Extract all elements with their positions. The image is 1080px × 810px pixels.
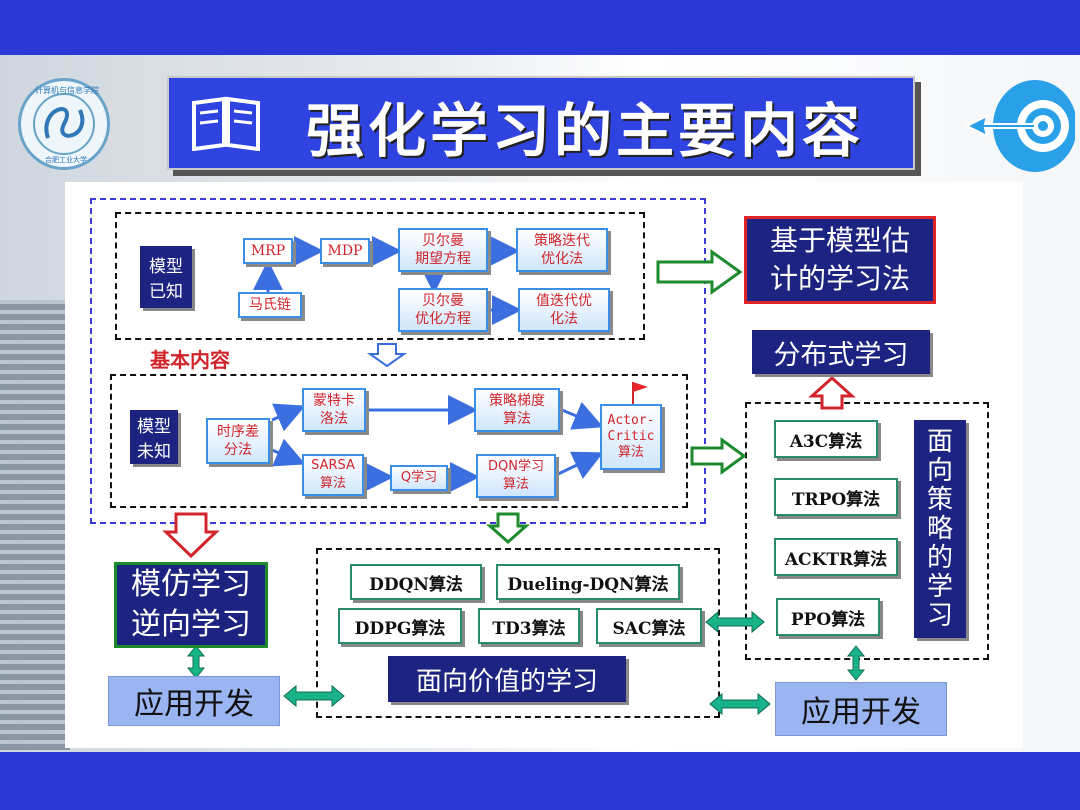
ppo-item: PPO算法: [776, 598, 880, 636]
actor-critic-node: Actor- Critic 算法: [600, 404, 662, 470]
td-node: 时序差 分法: [206, 418, 270, 464]
mdp-node: MDP: [320, 238, 370, 264]
markov-chain-node: 马氏链: [238, 292, 302, 318]
policy-gradient-node: 策略梯度 算法: [474, 388, 560, 432]
bellman-expectation-node: 贝尔曼 期望方程: [398, 228, 488, 272]
sac-item: SAC算法: [596, 608, 702, 644]
monte-carlo-node: 蒙特卡 洛法: [302, 388, 366, 432]
acktr-item: ACKTR算法: [774, 538, 898, 576]
dueling-dqn-item: Dueling-DQN算法: [496, 564, 680, 600]
logo-top-text: 计算机与信息学院: [35, 86, 99, 95]
policy-frame: [745, 402, 989, 660]
known-model-frame: [115, 212, 645, 340]
page-title: 强化学习的主要内容: [306, 97, 865, 165]
logo-bottom-text: 合肥工业大学: [45, 156, 87, 164]
application-dev-right: 应用开发: [775, 682, 947, 736]
unknown-model-frame: [110, 374, 688, 508]
policy-iteration-node: 策略迭代 优化法: [516, 228, 608, 272]
top-band: [0, 0, 1080, 55]
a3c-item: A3C算法: [774, 420, 878, 458]
value-frame: [316, 548, 720, 718]
ddqn-item: DDQN算法: [350, 564, 482, 600]
university-logo: 计算机与信息学院 合肥工业大学: [18, 78, 110, 170]
basic-content-frame: [90, 198, 706, 524]
bellman-optimality-node: 贝尔曼 优化方程: [398, 288, 488, 332]
application-dev-left: 应用开发: [108, 676, 280, 726]
flag-icon: [630, 380, 650, 404]
basic-content-label: 基本内容: [150, 348, 230, 372]
ddpg-item: DDPG算法: [338, 608, 462, 644]
q-learning-node: Q学习: [390, 465, 448, 491]
td3-item: TD3算法: [478, 608, 580, 644]
bottom-band: [0, 752, 1080, 810]
dqn-node: DQN学习 算法: [476, 454, 556, 498]
imitation-inverse-learning: 模仿学习 逆向学习: [114, 562, 268, 648]
value-iteration-node: 值迭代优 化法: [518, 288, 610, 332]
building-image: [0, 300, 70, 750]
known-model-label: 模型 已知: [140, 246, 192, 308]
policy-learning-label: 面 向 策 略 的 学 习: [914, 420, 966, 638]
model-based-learning: 基于模型估 计的学习法: [744, 216, 936, 304]
target-icon: [965, 76, 1075, 176]
sarsa-node: SARSA 算法: [302, 454, 364, 496]
unknown-model-label: 模型 未知: [130, 410, 178, 464]
title-banner: [167, 76, 915, 170]
trpo-item: TRPO算法: [774, 478, 898, 516]
distributed-learning: 分布式学习: [752, 330, 930, 374]
mrp-node: MRP: [243, 238, 293, 264]
book-icon: [190, 95, 262, 151]
value-learning-label: 面向价值的学习: [388, 656, 626, 702]
